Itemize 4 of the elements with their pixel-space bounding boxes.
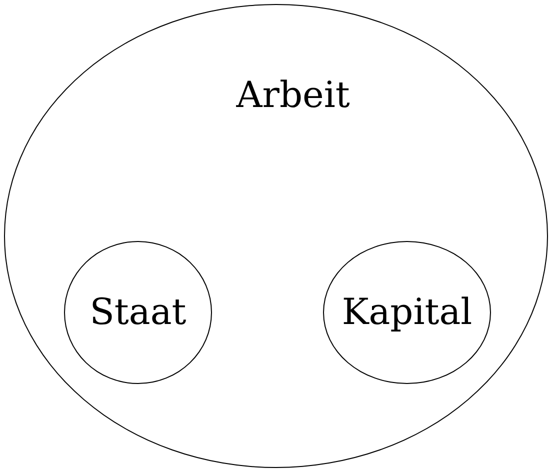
outer-ellipse	[4, 4, 548, 468]
inner-ellipse: Staat	[64, 241, 212, 384]
inner-ellipse: Kapital	[323, 241, 491, 384]
ellipse-label: Arbeit	[236, 75, 350, 116]
